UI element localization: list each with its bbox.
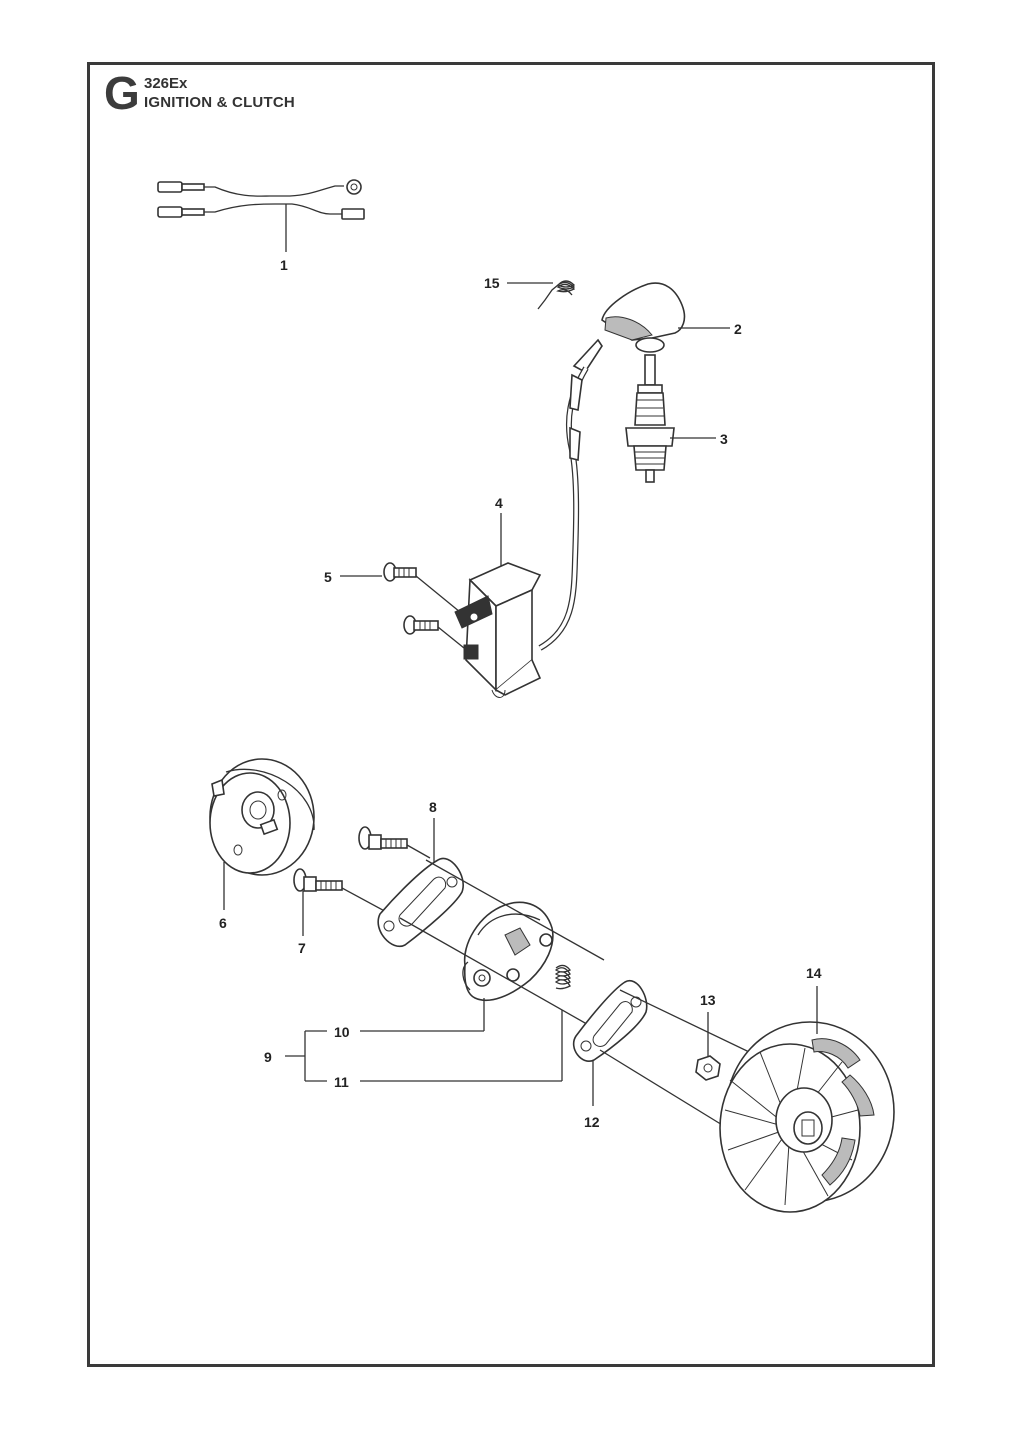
diagram-frame — [87, 62, 935, 1367]
washer-plate-8 — [377, 857, 464, 948]
flywheel — [719, 1021, 895, 1213]
ignition-module — [454, 562, 542, 698]
callout-9: 9 — [264, 1049, 272, 1065]
clutch-drum — [209, 758, 315, 876]
module-screws — [383, 562, 465, 649]
callout-3: 3 — [720, 431, 728, 447]
model-name: 326Ex — [144, 75, 188, 92]
spark-plug — [625, 354, 675, 483]
callout-11: 11 — [334, 1074, 349, 1090]
clutch-screws — [293, 826, 431, 916]
clutch-shoes — [462, 901, 554, 1002]
spark-plug-cap — [601, 282, 686, 353]
section-letter: G — [104, 67, 140, 119]
ignition-lead — [538, 338, 603, 651]
callout-10: 10 — [334, 1024, 350, 1040]
callout-13: 13 — [700, 992, 716, 1008]
spring-15 — [537, 280, 576, 310]
callout-14: 14 — [806, 965, 822, 981]
callout-1: 1 — [280, 257, 288, 273]
callout-8: 8 — [429, 799, 437, 815]
callout-4: 4 — [495, 495, 503, 511]
callout-5: 5 — [324, 569, 332, 585]
washer-plate-12 — [572, 979, 648, 1062]
callout-7: 7 — [298, 940, 306, 956]
callout-2: 2 — [734, 321, 742, 337]
section-title: IGNITION & CLUTCH — [144, 94, 295, 111]
callout-6: 6 — [219, 915, 227, 931]
clutch-spring — [554, 964, 571, 990]
flywheel-nut — [695, 1055, 721, 1081]
callout-12: 12 — [584, 1114, 600, 1130]
callout-15: 15 — [484, 275, 500, 291]
wiring-harness — [157, 179, 365, 252]
